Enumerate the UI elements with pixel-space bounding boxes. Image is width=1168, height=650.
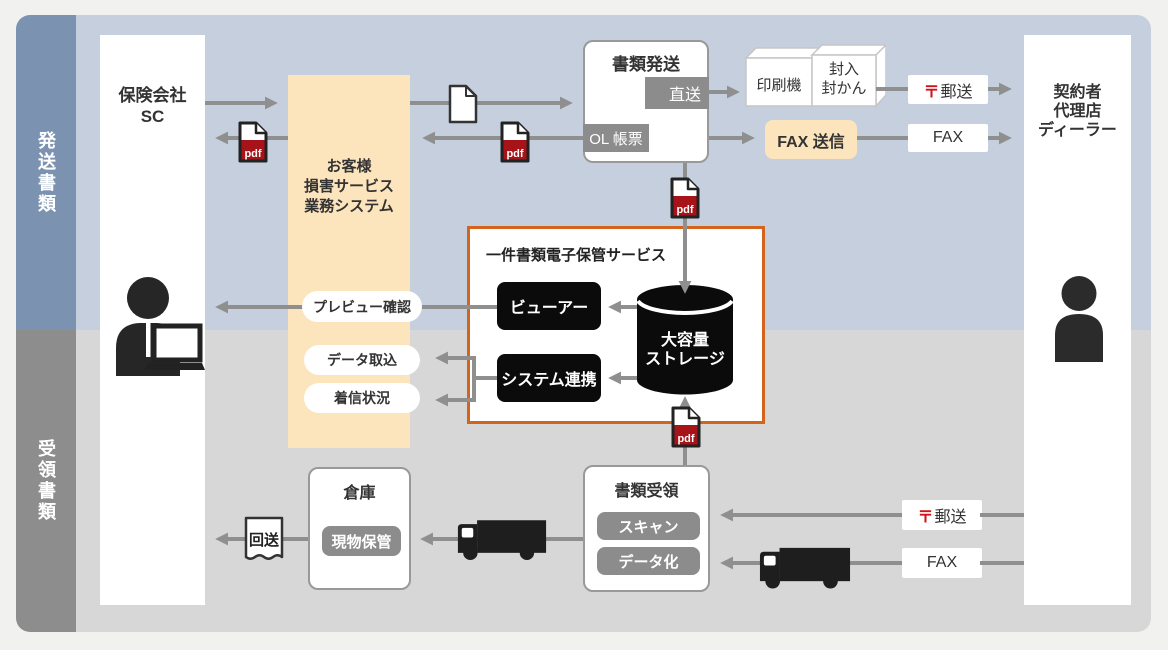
pdf-label: pdf: [677, 433, 695, 445]
forwarding-label: 回送: [248, 532, 279, 549]
document-send-box: 書類発送 直送 OL 帳票: [583, 40, 709, 163]
pdf-label: pdf: [506, 148, 524, 160]
document-receive-box: 書類受領 スキャン データ化: [583, 465, 710, 592]
customer-system-label: お客様 損害サービス 業務システム: [303, 158, 394, 215]
postal-mark-icon: 〒: [923, 83, 940, 101]
pdf-file-icon: pdf: [670, 177, 700, 219]
section-label-outgoing: 発送書類: [36, 130, 56, 215]
section-band-outgoing: 発送書類: [16, 15, 76, 330]
pdf-label: pdf: [244, 148, 262, 160]
data-import-pill: データ取込: [304, 345, 420, 375]
pdf-file-icon: pdf: [238, 121, 268, 163]
viewer-box: ビューアー: [497, 282, 601, 330]
section-band-incoming: 受領書類: [16, 330, 76, 632]
pdf-file-icon: pdf: [500, 121, 530, 163]
insurance-company-column: 保険会社 SC: [100, 35, 205, 605]
mail-box-top: 〒郵送: [908, 75, 988, 104]
ol-form-chip: OL 帳票: [583, 124, 649, 152]
truck-icon: [456, 514, 548, 566]
enclosing-label: 封入 封かん: [821, 61, 867, 97]
fax-box-top: FAX: [908, 124, 988, 152]
document-receive-title: 書類受領: [614, 483, 679, 500]
system-link-box: システム連携: [497, 354, 601, 402]
contractor-person-icon: [1050, 276, 1108, 367]
direct-send-chip: 直送: [645, 77, 709, 109]
incoming-status-pill: 着信状況: [304, 383, 420, 413]
insurance-company-label: 保険会社 SC: [118, 86, 187, 126]
insurance-operator-icon: [110, 276, 205, 381]
document-send-title: 書類発送: [612, 55, 680, 74]
physical-storage-chip: 現物保管: [322, 526, 401, 556]
warehouse-box: 倉庫 現物保管: [308, 467, 411, 590]
contractor-label: 契約者 代理店 ディーラー: [1038, 84, 1117, 139]
printer-label: 印刷機: [756, 77, 802, 94]
storage-service-title: 一件書類電子保管サービス: [486, 247, 667, 264]
warehouse-title: 倉庫: [343, 485, 376, 502]
postal-mark-icon: 〒: [917, 509, 934, 526]
fax-box-bottom: FAX: [902, 548, 982, 578]
mail-label-top: 郵送: [940, 83, 973, 101]
document-icon: [448, 84, 478, 129]
mass-storage-label: 大容量 ストレージ: [645, 332, 725, 368]
digitize-chip: データ化: [597, 547, 700, 575]
mass-storage-cylinder: [636, 284, 734, 401]
pdf-label: pdf: [676, 204, 694, 216]
forwarding-document-icon: 回送: [243, 515, 285, 564]
mail-box-bottom: 〒郵送: [902, 500, 982, 530]
mail-label-bottom: 郵送: [934, 509, 967, 526]
section-label-incoming: 受領書類: [36, 439, 56, 523]
fax-send-box: FAX 送信: [765, 120, 857, 159]
truck-icon: [757, 542, 853, 594]
database-icon: [636, 285, 734, 395]
pdf-file-icon: pdf: [671, 406, 701, 448]
scan-chip: スキャン: [597, 512, 700, 540]
preview-pill: プレビュー確認: [302, 291, 422, 322]
